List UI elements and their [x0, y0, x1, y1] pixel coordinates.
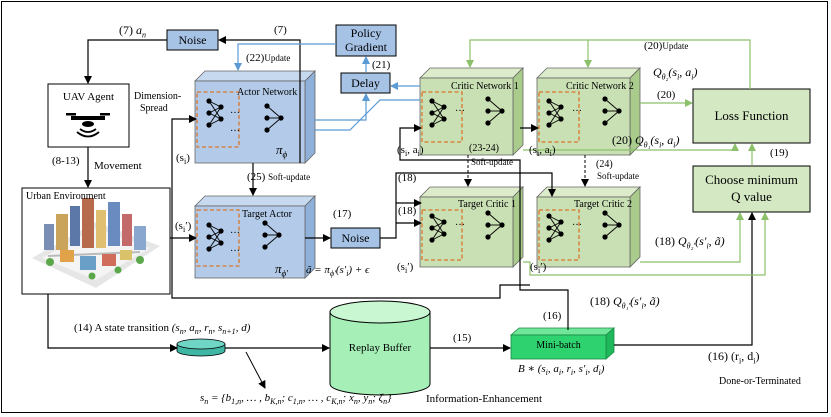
arrow-loss-update-critic1 [466, 39, 751, 89]
tc1-dots: … [455, 217, 465, 228]
arrow-pg-to-actor [234, 43, 336, 71]
actor-network-block [194, 70, 316, 164]
critic2-dots: … [572, 103, 582, 114]
noise-mid-label: Noise [341, 231, 370, 245]
done-terminated-label: Done-or-Terminated [719, 376, 801, 387]
arrow-tc2-to-choose [640, 212, 744, 263]
loss-function-box [692, 88, 811, 144]
critic-network-1-block [419, 67, 524, 156]
target-critic-2-label: Target Critic 2 [574, 199, 632, 210]
policy-gradient-box [335, 24, 397, 57]
pi-phi-label: πϕ [276, 142, 288, 160]
step-18-a: (18) [398, 172, 417, 184]
step-19: (19) [770, 147, 789, 159]
step-8-13: (8-13) [52, 155, 80, 167]
step-18-b: (18) [398, 205, 417, 217]
step-7-pg: (7) [274, 24, 287, 36]
target-critic-1-block [419, 186, 524, 268]
si-prime-label: (si′) [175, 220, 192, 235]
arrow-batch-to-choose-min [614, 212, 756, 346]
uav-drone-icon [66, 113, 110, 138]
batch-expression: B ∗ (si, ai, ri, s′i, di) [518, 363, 605, 378]
q-theta2-prime-label: (18) Qθ₂′(s′i, ã) [655, 234, 725, 251]
actor-network-label: Actor Network [237, 87, 298, 98]
soft-update-2: Soft-update [471, 157, 513, 167]
actor-dots-1: … [230, 105, 240, 116]
step-16-batch: (16) [543, 310, 562, 322]
uav-agent-label: UAV Agent [62, 91, 115, 103]
policy-gradient-label-1: Policy [350, 26, 382, 40]
a-tilde-equation: ã = πϕ′(s′i) + ϵ [306, 264, 370, 279]
arrow-noise-to-target-critic2 [380, 172, 556, 239]
replay-buffer-cylinder [329, 300, 431, 396]
step-24: (24) [596, 159, 613, 170]
noise-top-label: Noise [178, 33, 207, 47]
target-critic-1-label: Target Critic 1 [458, 199, 516, 210]
pi-phi-prime-label: πϕ′ [275, 261, 289, 279]
mini-batch-label: Mini-batch [536, 340, 581, 351]
choose-min-label-2: Q value [731, 189, 772, 204]
target-actor-label: Target Actor [242, 209, 292, 220]
critic-network-2-block [536, 67, 641, 156]
arrow-state-definition [245, 351, 266, 389]
arrow-env-to-transition [47, 294, 178, 352]
step-20-update: (20)Update [644, 40, 689, 52]
critic-network-1-label: Critic Network 1 [451, 81, 519, 92]
step-14-transition: (14) A state transition (sn, an, rn, sn+… [74, 322, 251, 337]
arrow-actor-to-delay [315, 93, 370, 121]
step-17: (17) [333, 208, 352, 220]
target-actor-dots-1: … [230, 225, 240, 236]
step-25-soft-update: (25) Soft-update [247, 171, 311, 183]
arrow-noise-to-uav [84, 39, 167, 84]
arrow-tc1-to-choose [523, 212, 769, 276]
step-20-loss: (20) [657, 89, 676, 101]
target-actor-block [194, 195, 316, 279]
critic1-input-label: (si, ai) [397, 144, 424, 159]
arrow-batch-to-critic1 [399, 124, 569, 330]
target-critic-2-block [536, 186, 641, 268]
replay-buffer-label: Replay Buffer [348, 342, 412, 354]
urban-env-label: Urban Environment [26, 191, 106, 202]
q-theta1-prime-label: (18) Qθ₁′(s′i, ã) [590, 294, 660, 311]
tc2-input-label: (si′) [530, 261, 547, 276]
step-23-24: (23-24) [469, 143, 499, 154]
line-env-bottom [171, 284, 530, 299]
critic-network-2-label: Critic Network 2 [566, 81, 634, 92]
si-label: (si) [176, 152, 190, 167]
mini-batch-block [509, 327, 616, 360]
line-critic-to-actor [315, 99, 420, 131]
arrow-critic1-to-loss [523, 143, 739, 151]
dimension-label: Dimension- [134, 91, 182, 102]
step-22-update: (22)Update [246, 52, 291, 64]
tc2-dots: … [572, 217, 582, 228]
actor-dots-2: … [230, 123, 240, 134]
q-theta1-label: (20) Qθ₁(si, ai) [612, 133, 680, 150]
q-theta2-label: Qθ₂(si, ai) [653, 65, 698, 82]
arrow-env-to-actor [171, 115, 197, 290]
state-definition: sn = {b1,n, … , bK,n; c1,n, … , cK,n; xn… [200, 392, 392, 407]
choose-min-q-box [692, 165, 811, 213]
step-15: (15) [453, 332, 472, 344]
arrow-actor-to-noise [218, 36, 301, 163]
soft-update-3: Soft-update [597, 171, 639, 181]
transition-disc [176, 338, 226, 357]
choose-min-label-1: Choose minimum [705, 172, 798, 187]
city-illustration [32, 198, 160, 288]
critic2-input-label: (si, ai) [529, 144, 556, 159]
target-actor-dots-2: … [230, 243, 240, 254]
movement-label: Movement [94, 160, 142, 172]
info-enhancement-label: Information-Enhancement [426, 393, 543, 405]
delay-label: Delay [351, 76, 380, 90]
step-16-ri-di: (16) (ri, di) [708, 349, 760, 366]
loss-function-label: Loss Function [714, 108, 789, 123]
spread-label: Spread [140, 103, 168, 114]
step-7-an: (7) an [119, 23, 146, 40]
policy-gradient-label-2: Gradient [345, 40, 387, 54]
critic1-dots: … [455, 103, 465, 114]
tc1-input-label: (si′) [397, 261, 414, 276]
step-21: (21) [372, 59, 391, 71]
